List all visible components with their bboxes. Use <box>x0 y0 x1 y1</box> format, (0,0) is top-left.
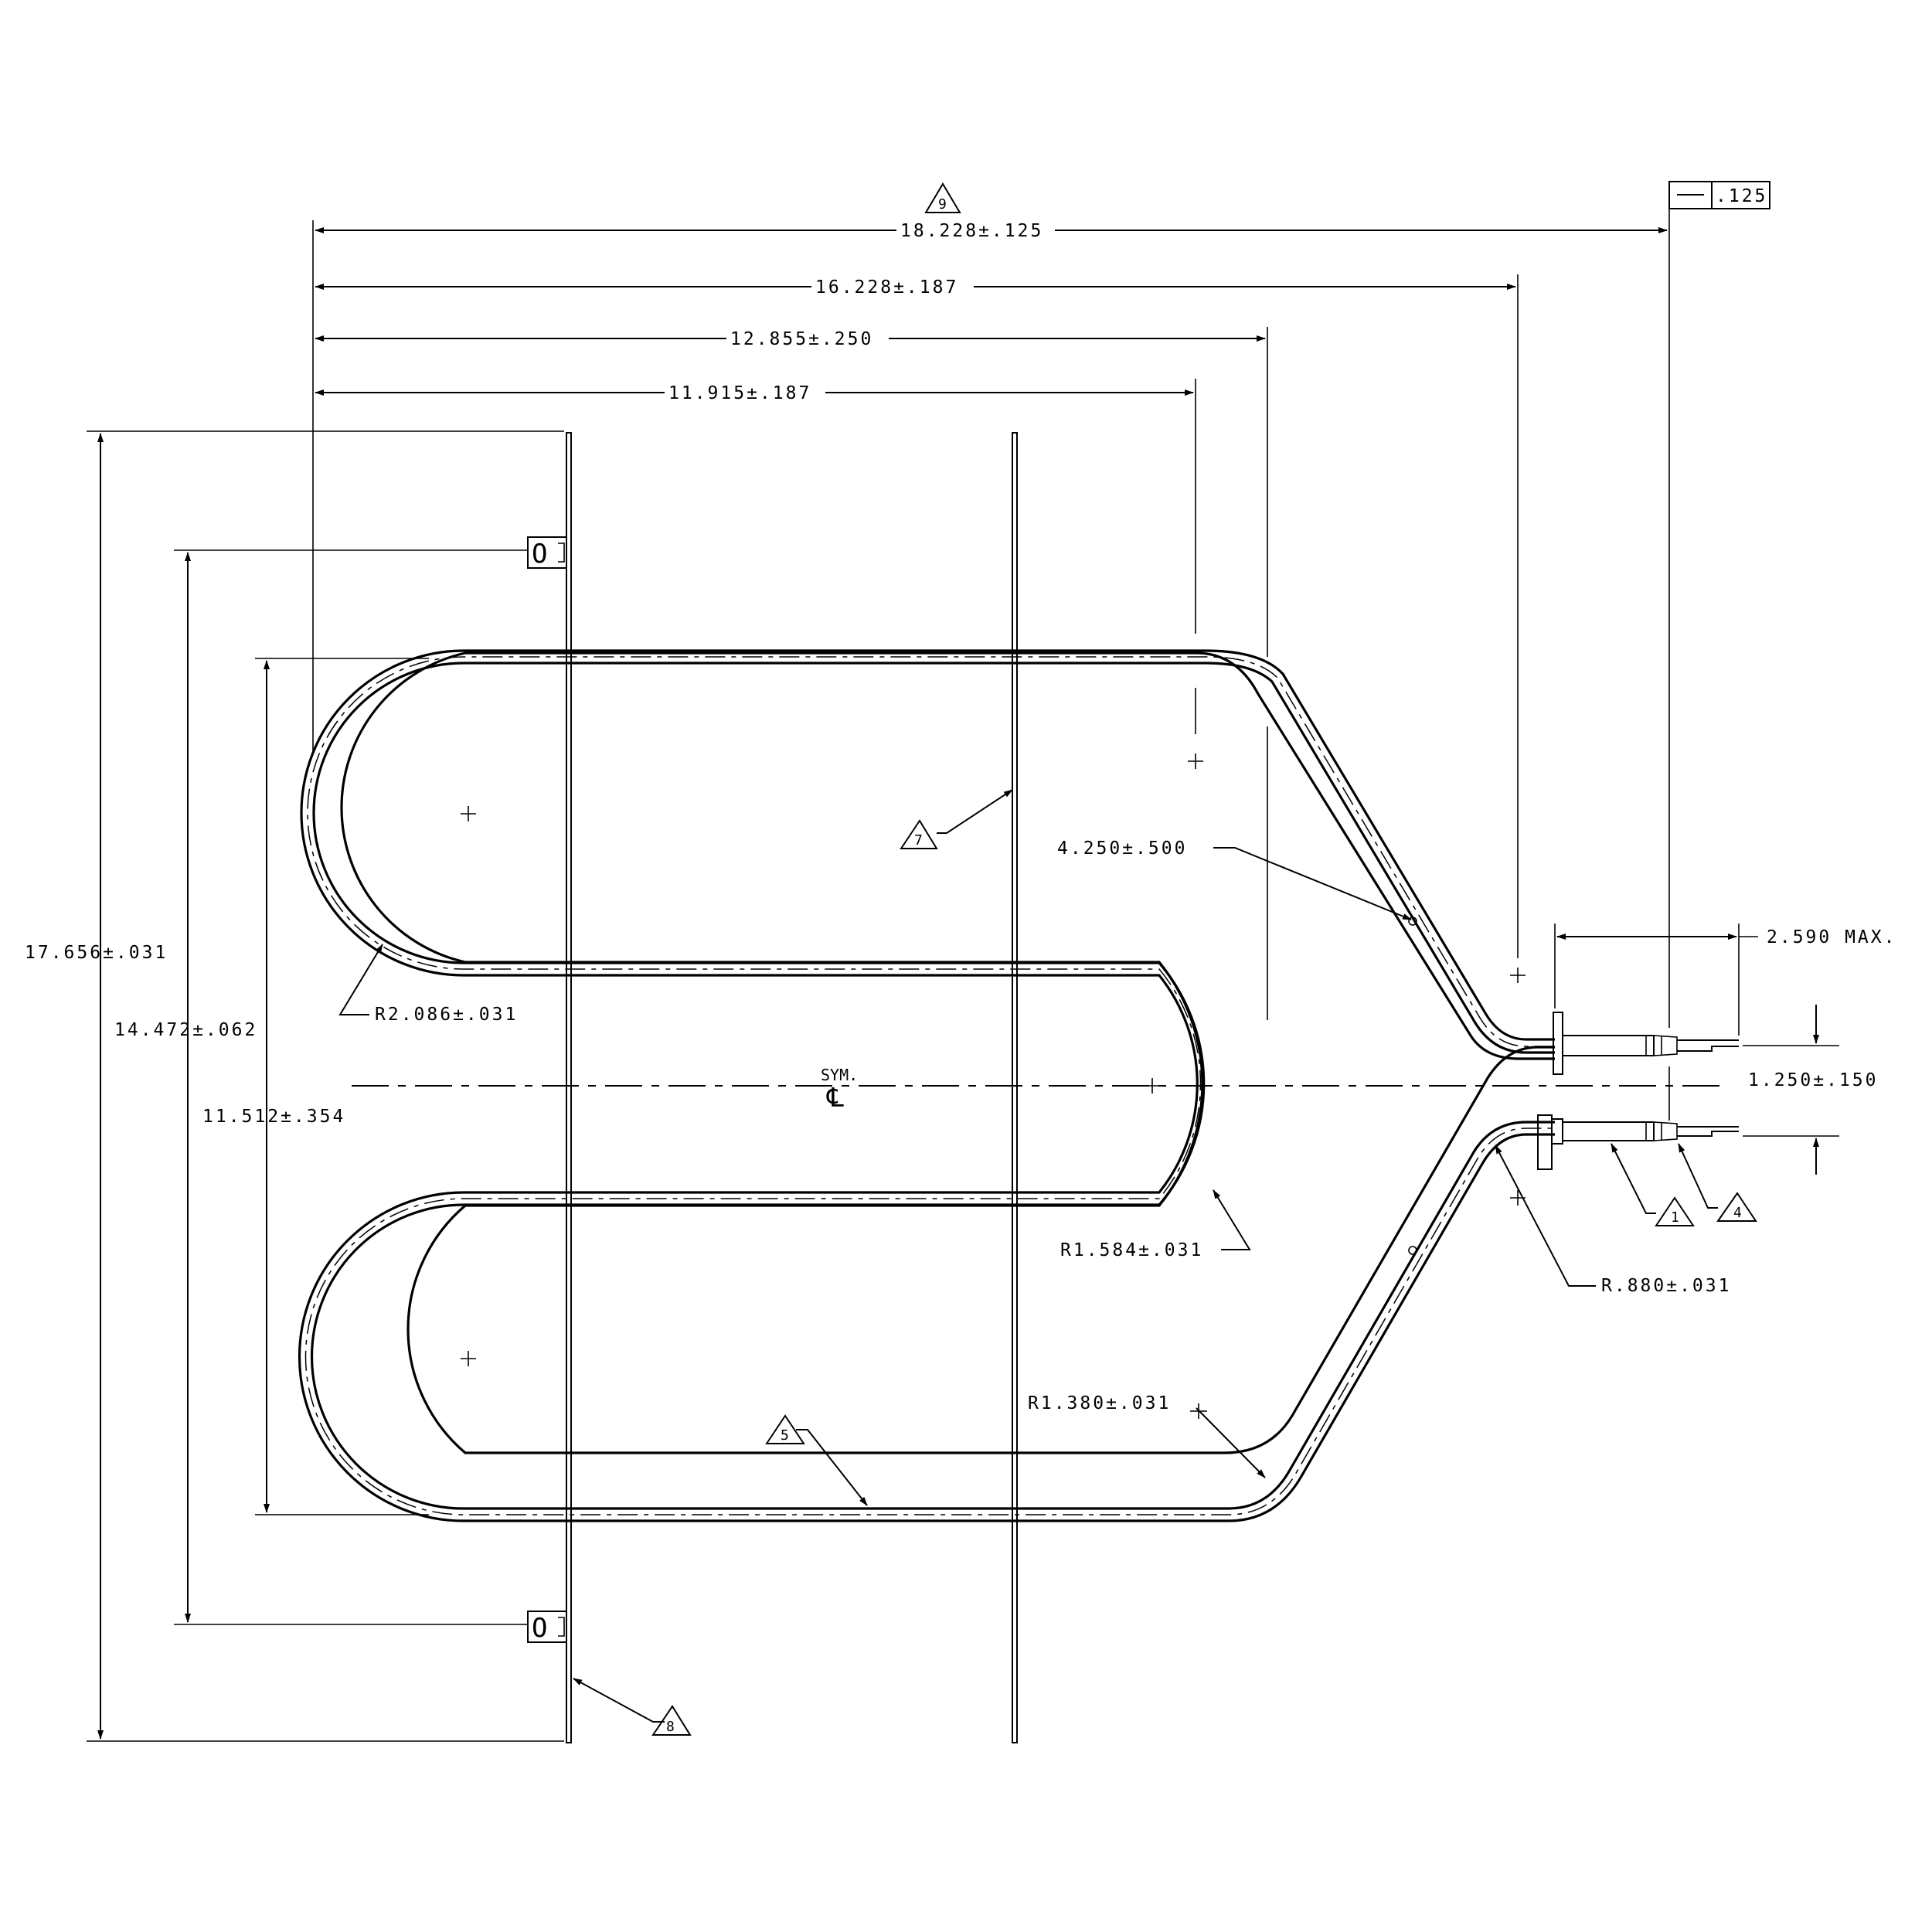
loop-height-label: 11.512±.354 <box>202 1107 345 1127</box>
support-bracket-right <box>1012 432 1018 1743</box>
dim-overall-length: 18.228±.125 9 <box>315 182 1668 241</box>
extension-lines <box>312 209 1670 1121</box>
dim-terminal-spacing: 1.250±.150 <box>1743 1005 1878 1175</box>
dim-bracket-spacing: 14.472±.062 <box>114 549 528 1625</box>
terminal-extension-label: 2.590 MAX. <box>1767 927 1896 947</box>
note-5: 5 <box>781 1427 789 1444</box>
note-1: 1 <box>1671 1209 1679 1226</box>
heating-element-tube <box>340 651 1555 1454</box>
dim-loop-height: 11.512±.354 <box>202 658 429 1515</box>
terminal-upper <box>1553 1012 1739 1075</box>
diagonal-offset-label: 4.250±.500 <box>1057 838 1187 859</box>
leader-radius-large: R2.086±.031 <box>338 944 518 1025</box>
symmetry-label: SYM. <box>821 1066 858 1084</box>
terminal-length-label: 16.228±.187 <box>815 277 958 298</box>
radius-lower-label: R1.380±.031 <box>1028 1393 1171 1413</box>
dim-terminal-extension: 2.590 MAX. <box>1554 923 1896 1036</box>
outer-bend-length-label: 12.855±.250 <box>730 329 873 349</box>
dim-overall-height: 17.656±.031 <box>25 430 564 1742</box>
overall-length-label: 18.228±.125 <box>900 221 1043 241</box>
note-4-callout: 4 <box>1678 1143 1757 1222</box>
note-5-callout: 5 <box>765 1414 868 1506</box>
radius-large-label: R2.086±.031 <box>375 1005 518 1025</box>
flatness-control-frame: .125 <box>1668 181 1770 209</box>
flatness-value: .125 <box>1716 186 1767 206</box>
dim-terminal-length: 16.228±.187 <box>315 277 1516 298</box>
centerline-symbol: ℄ <box>826 1083 844 1114</box>
note-9: 9 <box>938 196 947 213</box>
bracket-spacing-label: 14.472±.062 <box>114 1020 257 1040</box>
leader-radius-terminal: R.880±.031 <box>1495 1145 1731 1296</box>
note-7-callout: 7 <box>900 789 1013 849</box>
bend-center-length-label: 11.915±.187 <box>668 383 811 403</box>
bend-center-marks <box>461 753 1526 1419</box>
dim-outer-bend-length: 12.855±.250 <box>315 329 1266 349</box>
note-7: 7 <box>914 832 923 849</box>
svg-text:O: O <box>532 539 547 570</box>
symmetry-centerline: SYM. ℄ <box>352 1066 1723 1114</box>
svg-text:O: O <box>532 1613 547 1644</box>
support-bracket-left: O O <box>527 432 572 1743</box>
radius-terminal-label: R.880±.031 <box>1601 1276 1731 1296</box>
note-8-callout: 8 <box>573 1678 692 1736</box>
terminal-spacing-label: 1.250±.150 <box>1748 1070 1878 1090</box>
leader-radius-lower: R1.380±.031 <box>1028 1393 1266 1478</box>
note-8: 8 <box>666 1719 675 1735</box>
leader-diagonal-offset: 4.250±.500 <box>1057 838 1412 920</box>
terminal-lower <box>1537 1114 1739 1170</box>
note-4: 4 <box>1733 1205 1742 1221</box>
overall-height-label: 17.656±.031 <box>25 943 168 963</box>
dim-bend-center-length: 11.915±.187 <box>315 383 1194 403</box>
leader-radius-middle: R1.584±.031 <box>1060 1189 1251 1260</box>
note-1-callout: 1 <box>1611 1143 1695 1226</box>
radius-middle-label: R1.584±.031 <box>1060 1240 1203 1260</box>
